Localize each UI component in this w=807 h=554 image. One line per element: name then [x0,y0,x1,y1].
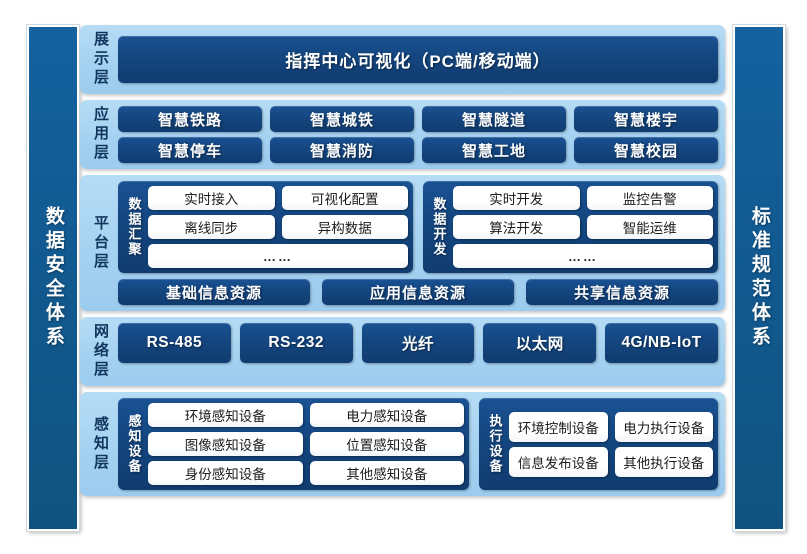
app-smart-construction-site[interactable]: 智慧工地 [422,137,566,163]
perception-groups: 感知设备 环境感知设备 电力感知设备 图像感知设备 位置感知设备 [118,398,718,490]
resource-shared-information[interactable]: 共享信息资源 [526,279,718,305]
layer-platform-body: 数据汇聚 实时接入 可视化配置 离线同步 异构数据 …… [118,181,718,305]
chip-identity-sensing-device[interactable]: 身份感知设备 [148,461,303,485]
network-rs485[interactable]: RS-485 [118,323,231,363]
group-grid-data-development: 实时开发 监控告警 算法开发 智能运维 …… [453,186,713,268]
network-rs232[interactable]: RS-232 [239,323,353,363]
actuating-row-2: 信息发布设备 其他执行设备 [509,446,713,477]
sidebar-right-label: 标准规范体系 [748,206,770,350]
platform-group-data-aggregation: 数据汇聚 实时接入 可视化配置 离线同步 异构数据 …… [118,181,413,273]
layer-presentation: 展示层 指挥中心可视化（PC端/移动端） [80,25,725,94]
chip-other-actuating-device[interactable]: 其他执行设备 [614,446,713,477]
chip-location-sensing-device[interactable]: 位置感知设备 [309,432,464,456]
sensing-row-1: 环境感知设备 电力感知设备 [148,403,464,427]
group-label-data-development: 数据开发 [431,197,447,257]
sidebar-right-standards: 标准规范体系 [733,25,785,531]
group-grid-actuating-devices: 环境控制设备 电力执行设备 信息发布设备 其他执行设备 [509,403,713,485]
platform-resources-row: 基础信息资源 应用信息资源 共享信息资源 [118,279,718,305]
platform-group-data-development: 数据开发 实时开发 监控告警 算法开发 智能运维 …… [423,181,718,273]
sidebar-left-data-security: 数据安全体系 [27,25,79,531]
app-smart-building[interactable]: 智慧楼宇 [574,106,718,132]
application-row-1: 智慧铁路 智慧城铁 智慧隧道 智慧楼宇 [118,106,718,132]
layer-network-body: RS-485 RS-232 光纤 以太网 4G/NB-IoT [118,323,718,380]
resource-basic-information[interactable]: 基础信息资源 [118,279,310,305]
app-smart-campus[interactable]: 智慧校园 [574,137,718,163]
chip-power-sensing-device[interactable]: 电力感知设备 [309,403,464,427]
development-row-2: 算法开发 智能运维 [453,215,713,239]
group-label-sensing-devices: 感知设备 [126,414,142,474]
group-label-data-aggregation: 数据汇聚 [126,197,142,257]
layer-application: 应用层 智慧铁路 智慧城铁 智慧隧道 智慧楼宇 智慧停车 智慧消防 智慧工地 智… [80,100,725,169]
chip-heterogeneous-data[interactable]: 异构数据 [281,215,408,239]
network-row: RS-485 RS-232 光纤 以太网 4G/NB-IoT [118,323,718,363]
chip-algorithm-development[interactable]: 算法开发 [453,215,580,239]
chip-development-more[interactable]: …… [453,244,713,268]
aggregation-row-3: …… [148,244,408,268]
app-smart-tunnel[interactable]: 智慧隧道 [422,106,566,132]
chip-other-sensing-device[interactable]: 其他感知设备 [309,461,464,485]
development-row-3: …… [453,244,713,268]
group-label-actuating-devices: 执行设备 [487,414,503,474]
presentation-command-center[interactable]: 指挥中心可视化（PC端/移动端） [118,36,718,83]
chip-information-release-device[interactable]: 信息发布设备 [509,446,608,477]
app-smart-railway[interactable]: 智慧铁路 [118,106,262,132]
layer-network-label: 网络层 [92,323,109,380]
app-smart-urban-rail[interactable]: 智慧城铁 [270,106,414,132]
perception-group-actuating-devices: 执行设备 环境控制设备 电力执行设备 信息发布设备 其他执行设备 [479,398,718,490]
actuating-row-1: 环境控制设备 电力执行设备 [509,411,713,442]
layer-application-body: 智慧铁路 智慧城铁 智慧隧道 智慧楼宇 智慧停车 智慧消防 智慧工地 智慧校园 [118,106,718,163]
layer-network: 网络层 RS-485 RS-232 光纤 以太网 4G/NB-IoT [80,317,725,386]
group-grid-sensing-devices: 环境感知设备 电力感知设备 图像感知设备 位置感知设备 身份感知设备 其他感知设… [148,403,464,485]
app-smart-firefighting[interactable]: 智慧消防 [270,137,414,163]
chip-visual-config[interactable]: 可视化配置 [281,186,408,210]
layer-application-label: 应用层 [92,106,109,163]
layer-presentation-body: 指挥中心可视化（PC端/移动端） [118,31,718,88]
sensing-row-2: 图像感知设备 位置感知设备 [148,432,464,456]
sidebar-left-label: 数据安全体系 [42,206,64,350]
layer-platform-label: 平台层 [92,214,109,272]
aggregation-row-2: 离线同步 异构数据 [148,215,408,239]
aggregation-row-1: 实时接入 可视化配置 [148,186,408,210]
group-grid-data-aggregation: 实时接入 可视化配置 离线同步 异构数据 …… [148,186,408,268]
layer-stack: 展示层 指挥中心可视化（PC端/移动端） 应用层 智慧铁路 智慧城铁 智慧隧道 … [80,25,725,502]
application-row-2: 智慧停车 智慧消防 智慧工地 智慧校园 [118,137,718,163]
chip-power-actuating-device[interactable]: 电力执行设备 [614,411,713,442]
chip-environment-sensing-device[interactable]: 环境感知设备 [148,403,303,427]
platform-groups: 数据汇聚 实时接入 可视化配置 离线同步 异构数据 …… [118,181,718,273]
chip-aggregation-more[interactable]: …… [148,244,408,268]
layer-perception-label: 感知层 [92,415,109,473]
layer-presentation-label: 展示层 [92,31,109,88]
chip-environment-control-device[interactable]: 环境控制设备 [509,411,608,442]
chip-intelligent-operations[interactable]: 智能运维 [586,215,713,239]
chip-realtime-access[interactable]: 实时接入 [148,186,275,210]
perception-group-sensing-devices: 感知设备 环境感知设备 电力感知设备 图像感知设备 位置感知设备 [118,398,469,490]
resource-application-information[interactable]: 应用信息资源 [322,279,514,305]
chip-image-sensing-device[interactable]: 图像感知设备 [148,432,303,456]
layer-perception-body: 感知设备 环境感知设备 电力感知设备 图像感知设备 位置感知设备 [118,398,718,490]
chip-offline-sync[interactable]: 离线同步 [148,215,275,239]
network-4g-nbiot[interactable]: 4G/NB-IoT [605,323,718,363]
chip-monitoring-alarm[interactable]: 监控告警 [586,186,713,210]
app-smart-parking[interactable]: 智慧停车 [118,137,262,163]
layer-perception: 感知层 感知设备 环境感知设备 电力感知设备 图像感知设备 [80,392,725,496]
development-row-1: 实时开发 监控告警 [453,186,713,210]
network-fiber[interactable]: 光纤 [361,323,475,363]
sensing-row-3: 身份感知设备 其他感知设备 [148,461,464,485]
network-ethernet[interactable]: 以太网 [483,323,597,363]
chip-realtime-development[interactable]: 实时开发 [453,186,580,210]
layer-platform: 平台层 数据汇聚 实时接入 可视化配置 离线同步 异 [80,175,725,311]
